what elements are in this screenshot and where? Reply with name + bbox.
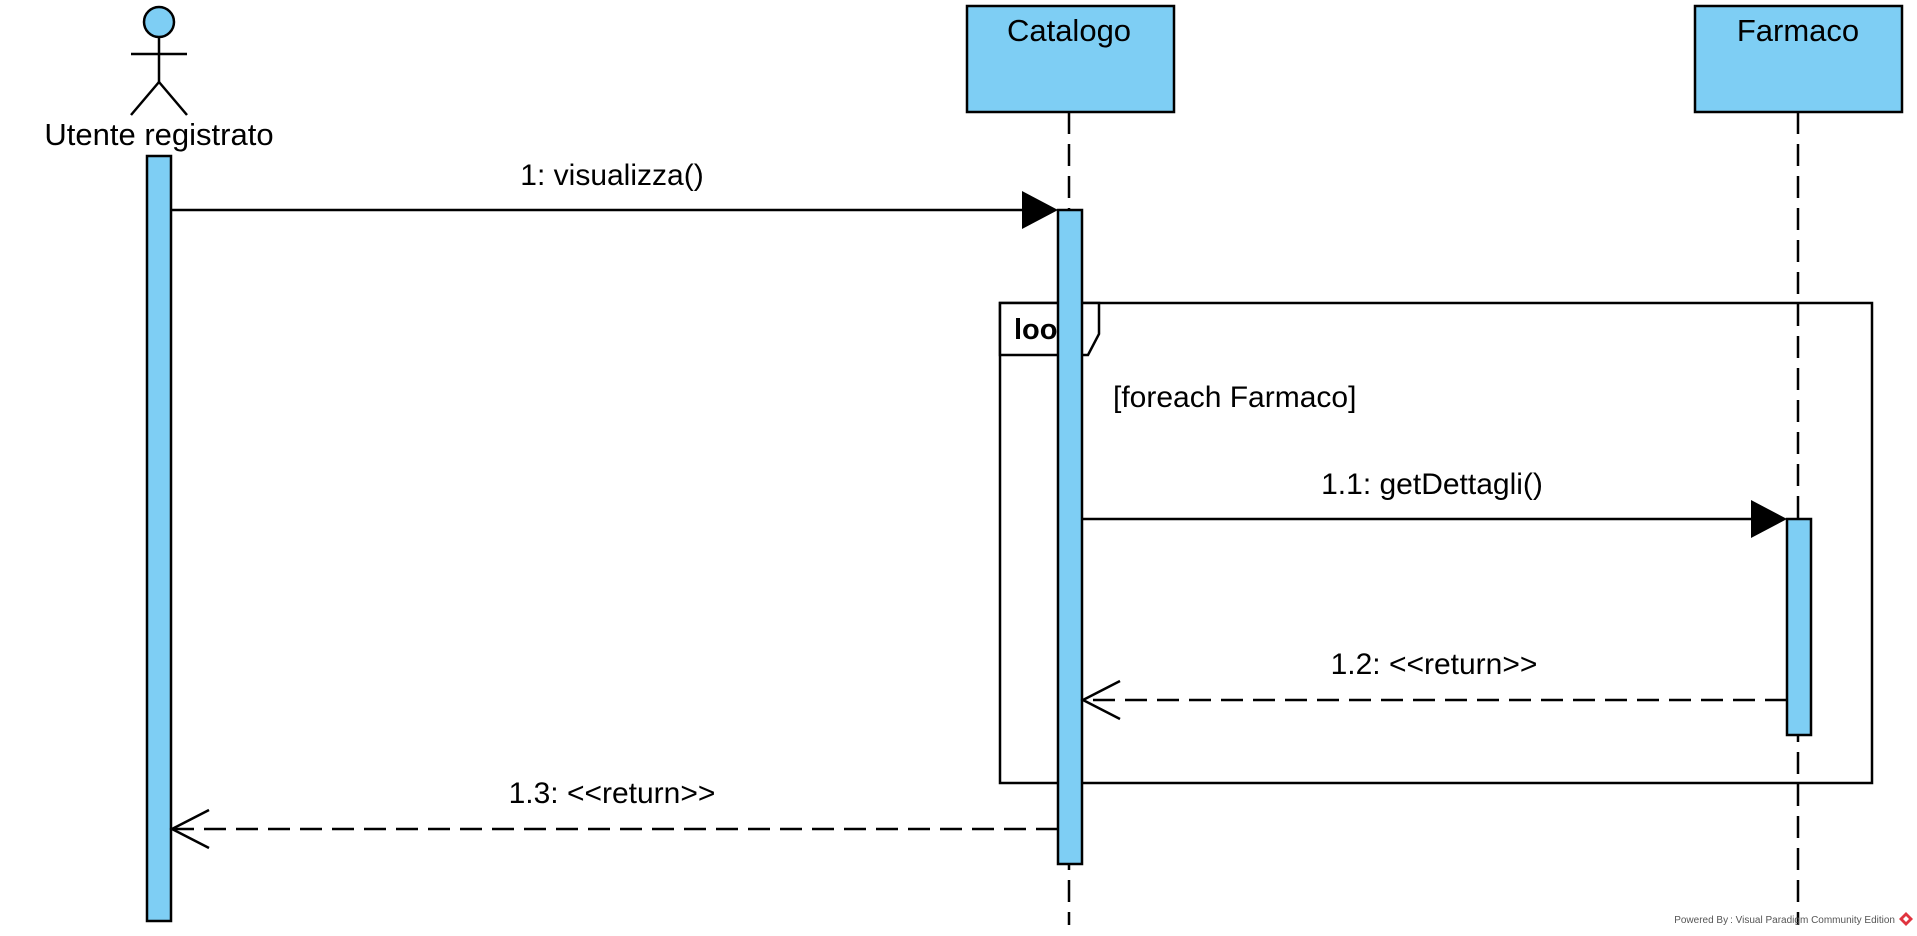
utente-activation-bar [145,154,173,923]
loop-fragment[interactable]: loop [foreach Farmaco] [998,301,1874,785]
message-return-1-2[interactable]: 1.2: <<return>> [1080,648,1787,721]
message-label: 1: visualizza() [520,159,703,192]
actor-name: Utente registrato [44,117,273,152]
message-getdettagli[interactable]: 1.1: getDettagli() [1082,468,1787,538]
message-label: 1.3: <<return>> [509,777,716,810]
filled-arrowhead-icon [1022,191,1058,229]
footer-watermark: Powered By : Visual Paradigm Community E… [1674,912,1913,926]
participant-farmaco[interactable]: Farmaco [1693,4,1904,114]
footer-text: Powered By : Visual Paradigm Community E… [1674,915,1895,926]
participant-name: Farmaco [1737,13,1859,48]
participant-name: Catalogo [1007,13,1131,48]
farmaco-activation-bar [1785,517,1813,737]
open-arrowhead-icon [1080,679,1121,721]
filled-arrowhead-icon [1751,500,1787,538]
stick-figure-icon [130,5,188,116]
catalogo-activation-bar [1056,208,1084,866]
participant-catalogo[interactable]: Catalogo [965,4,1176,114]
actor-utente-registrato[interactable]: Utente registrato [44,5,274,152]
open-arrowhead-icon [169,808,210,850]
message-label: 1.1: getDettagli() [1321,468,1543,501]
message-label: 1.2: <<return>> [1331,648,1538,681]
message-visualizza[interactable]: 1: visualizza() [171,159,1058,229]
visual-paradigm-logo-icon [1899,912,1913,926]
message-return-1-3[interactable]: 1.3: <<return>> [169,777,1058,850]
loop-guard: [foreach Farmaco] [1113,381,1356,414]
